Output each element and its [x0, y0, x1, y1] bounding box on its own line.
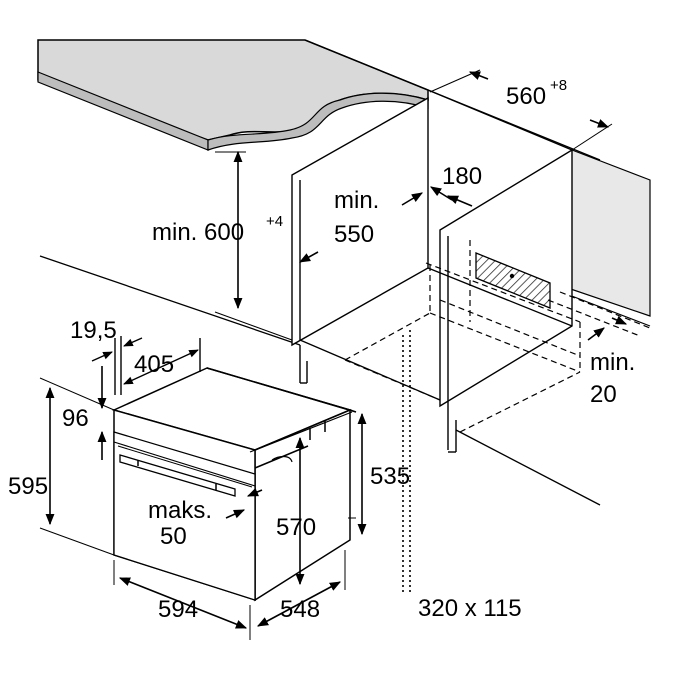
label-548: 548 [280, 596, 320, 623]
label-320x115: 320 x 115 [418, 595, 522, 622]
dim-600-arrow [214, 150, 293, 341]
label-535: 535 [370, 463, 410, 490]
label-595: 595 [8, 473, 48, 500]
dim-20-arrow [587, 315, 628, 341]
label-560-sup: +8 [550, 77, 567, 94]
label-min-550-line2: 550 [334, 221, 374, 248]
label-min-550-line1: min. [334, 187, 379, 214]
label-96: 96 [62, 405, 89, 432]
label-min-600: min. 600 [152, 219, 244, 246]
back-wall [39, 39, 601, 346]
label-19-5: 19,5 [70, 317, 117, 344]
label-405: 405 [134, 351, 174, 378]
label-594: 594 [158, 596, 198, 623]
dim-550-arrow [299, 192, 423, 263]
vent-opening [475, 252, 551, 309]
label-min-20-line1: min. [590, 349, 635, 376]
label-min-20-line2: 20 [590, 381, 617, 408]
vent-duct-dotted [402, 330, 411, 592]
label-min-600-sup: +4 [266, 213, 283, 230]
dim-595-arrow [39, 377, 115, 556]
label-570: 570 [276, 514, 316, 541]
label-maks-50-line2: 50 [160, 523, 187, 550]
label-180: 180 [442, 163, 482, 190]
label-560: 560 [506, 83, 546, 110]
dim-594-arrow [113, 560, 251, 640]
dim-19-405-arrows [91, 336, 201, 395]
oven [111, 367, 357, 602]
recess-dashed [344, 240, 651, 433]
dim-50-arrow [225, 487, 263, 519]
vent-marker [509, 273, 515, 279]
dim-548-arrow [257, 550, 346, 627]
dim-560-arrow [429, 69, 613, 151]
label-maks-50-line1: maks. [148, 497, 212, 524]
dim-180-arrow [430, 186, 473, 207]
cabinet-bottom [299, 267, 601, 506]
